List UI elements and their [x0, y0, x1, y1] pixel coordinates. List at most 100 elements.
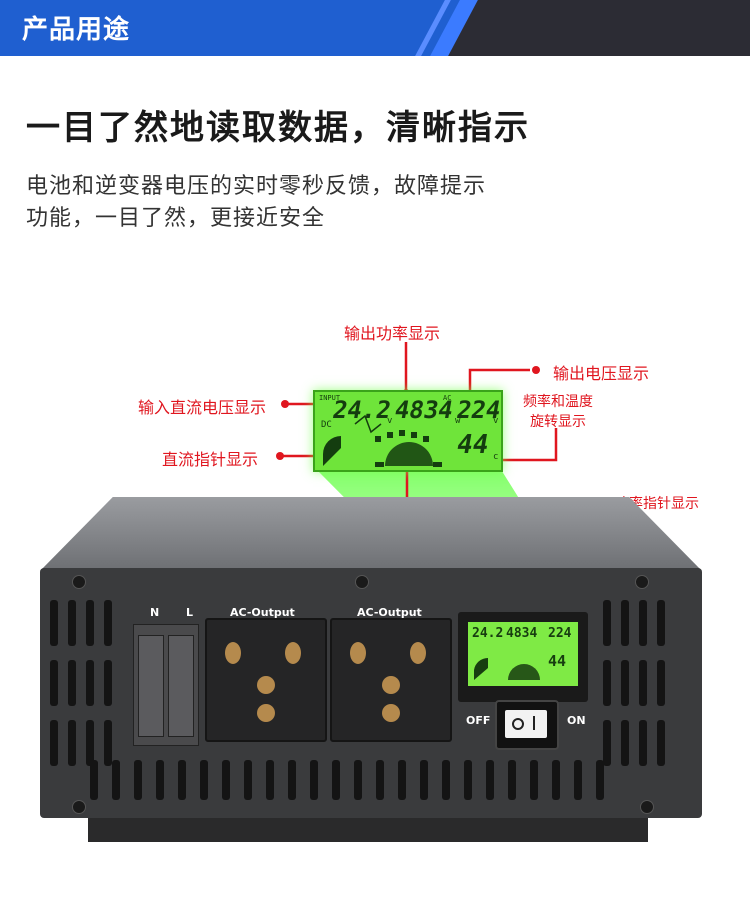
vent-slot: [68, 600, 76, 646]
vent-slot: [621, 660, 629, 706]
device-base: [88, 818, 648, 842]
vent-slot: [398, 760, 406, 800]
power-switch-rocker[interactable]: [505, 710, 547, 738]
line-output-voltage: [468, 368, 530, 390]
callout-input-dc-voltage: 输入直流电压显示: [138, 398, 267, 417]
power-pointer-fan: [385, 442, 433, 466]
terminal-n-label: N: [150, 606, 160, 619]
socket-pin-icon: [382, 676, 400, 694]
vent-slot: [464, 760, 472, 800]
vent-slot: [508, 760, 516, 800]
body-line-2: 功能，一目了然，更接近安全: [26, 206, 326, 231]
callout-freq-temp-line2: 旋转显示: [530, 414, 586, 430]
on-symbol-icon: [533, 716, 535, 730]
line-freq-temp: [495, 428, 558, 462]
power-switch[interactable]: [495, 700, 559, 750]
vent-slot: [442, 760, 450, 800]
vent-slot: [354, 760, 362, 800]
screw-icon: [635, 575, 649, 589]
vent-slot: [104, 660, 112, 706]
vent-slot: [657, 600, 665, 646]
screw-icon: [355, 575, 369, 589]
lcd-icon-2: [387, 432, 393, 438]
ac-output-label-2: AC-Output: [357, 606, 422, 619]
mini-lcd-graphics: [474, 657, 540, 680]
vent-slot: [603, 600, 611, 646]
mini-lcd-output-voltage: 224: [548, 626, 572, 641]
vent-slot: [310, 760, 318, 800]
screw-icon: [72, 575, 86, 589]
vent-slot: [603, 660, 611, 706]
lcd-unit-v-1: v: [387, 416, 393, 426]
terminal-n[interactable]: [138, 635, 164, 737]
lcd-icon-1: [375, 436, 381, 442]
socket-pin-icon: [410, 642, 426, 664]
vent-slot: [657, 660, 665, 706]
socket-pin-icon: [225, 642, 241, 664]
ac-socket-2[interactable]: [330, 618, 452, 742]
vent-slot: [266, 760, 274, 800]
lcd-wave-icon: [354, 414, 382, 434]
vent-slot: [530, 760, 538, 800]
vent-slot: [86, 660, 94, 706]
vent-slot: [156, 760, 164, 800]
off-symbol-icon: [512, 718, 524, 730]
socket-pin-icon: [382, 704, 400, 722]
ac-socket-1[interactable]: [205, 618, 327, 742]
vent-slot: [596, 760, 604, 800]
vent-slot: [244, 760, 252, 800]
callout-dc-pointer: 直流指针显示: [162, 450, 259, 469]
socket-pin-icon: [257, 676, 275, 694]
lcd-unit-c: c: [493, 452, 499, 462]
on-label: ON: [567, 714, 586, 727]
terminal-l-label: L: [186, 606, 194, 619]
vent-slot: [134, 760, 142, 800]
device-top-cover: [40, 497, 702, 571]
vent-slot: [50, 720, 58, 766]
mini-lcd-temperature: 44: [548, 652, 567, 670]
callout-output-voltage: 输出电压显示: [553, 364, 650, 383]
header-tab: [0, 0, 470, 56]
lcd-unit-w: w: [455, 416, 461, 426]
lcd-display: INPUT DC AC 24.2 v 4834 w 224 v 44 c: [313, 390, 503, 472]
socket-pin-icon: [350, 642, 366, 664]
socket-pin-icon: [285, 642, 301, 664]
screw-icon: [72, 800, 86, 814]
lcd-icon-5: [423, 436, 429, 442]
lcd-dc-label: DC: [321, 420, 332, 430]
terminal-l[interactable]: [168, 635, 194, 737]
mini-lcd-input-voltage: 24.2: [472, 626, 504, 641]
vent-slot: [639, 600, 647, 646]
vent-slot: [639, 720, 647, 766]
vent-slot: [486, 760, 494, 800]
header-banner: 产品用途: [0, 0, 750, 56]
headline: 一目了然地读取数据，清晰指示: [26, 108, 530, 148]
lcd-pointer-graphics: [323, 414, 442, 467]
vent-slot: [86, 600, 94, 646]
vent-slot: [574, 760, 582, 800]
vent-slot: [621, 600, 629, 646]
dc-pointer-fan: [323, 436, 341, 466]
vent-slot: [222, 760, 230, 800]
vent-slot: [621, 720, 629, 766]
vent-slot: [376, 760, 384, 800]
mini-lcd-display: 24.2 4834 224 44: [468, 622, 578, 686]
lcd-icon-plug: [433, 462, 442, 467]
vent-slot: [552, 760, 560, 800]
vent-slot: [178, 760, 186, 800]
vent-slot: [112, 760, 120, 800]
lcd-icon-battery: [375, 462, 384, 467]
vent-slot: [68, 720, 76, 766]
vent-slot: [50, 600, 58, 646]
off-label: OFF: [466, 714, 491, 727]
vent-slot: [657, 720, 665, 766]
lcd-input-label: INPUT: [319, 394, 341, 402]
vent-slot: [200, 760, 208, 800]
vent-slot: [603, 720, 611, 766]
terminal-block[interactable]: [133, 624, 199, 746]
body-line-1: 电池和逆变器电压的实时零秒反馈，故障提示: [26, 174, 487, 199]
ac-output-label-1: AC-Output: [230, 606, 295, 619]
callout-freq-temp: 频率和温度 旋转显示: [523, 392, 593, 432]
lcd-unit-v-2: v: [493, 416, 499, 426]
mini-lcd-power: 4834: [506, 626, 538, 641]
